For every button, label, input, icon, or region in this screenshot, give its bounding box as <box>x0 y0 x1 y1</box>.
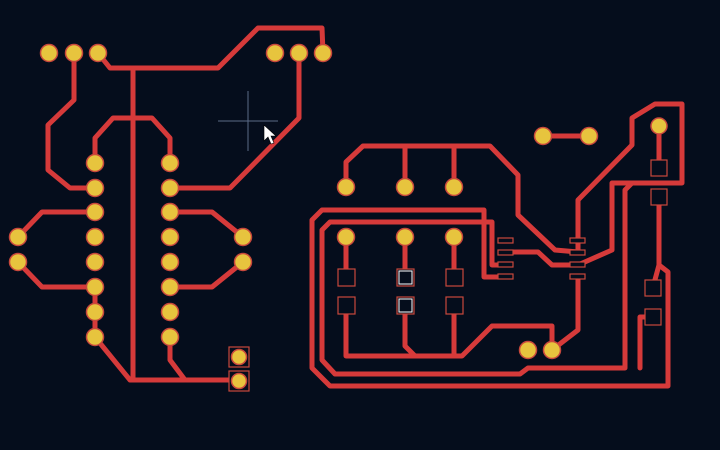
pad[interactable] <box>233 227 253 247</box>
pad[interactable] <box>336 177 356 197</box>
pad[interactable] <box>533 126 553 146</box>
pad[interactable] <box>313 43 333 63</box>
smd-pin[interactable] <box>497 237 514 244</box>
pad[interactable] <box>8 252 28 272</box>
pad[interactable] <box>39 43 59 63</box>
pad[interactable] <box>289 43 309 63</box>
smd-pad[interactable] <box>644 308 662 326</box>
smd-pad[interactable] <box>396 296 415 315</box>
smd-pad[interactable] <box>445 268 464 287</box>
connector-pads-bottom[interactable] <box>228 346 250 392</box>
pads-bottom-right[interactable] <box>518 340 562 360</box>
pad-top-far-right[interactable] <box>650 117 668 135</box>
smd-pads-row2[interactable] <box>337 296 464 315</box>
sot-footprint-right[interactable] <box>569 237 586 280</box>
sot-footprint-left[interactable] <box>497 237 514 280</box>
pad[interactable] <box>650 117 668 135</box>
pad[interactable] <box>85 277 105 297</box>
pads-row-mid-right[interactable] <box>336 227 464 247</box>
pad[interactable] <box>160 252 180 272</box>
ic-pads-left-column[interactable] <box>85 153 105 347</box>
pad[interactable] <box>160 327 180 347</box>
smd-pads-row1[interactable] <box>337 268 464 287</box>
pad[interactable] <box>160 227 180 247</box>
pointer-icon <box>263 124 277 145</box>
pad[interactable] <box>233 252 253 272</box>
smd-pin[interactable] <box>497 273 514 280</box>
ic-pads-right-column[interactable] <box>160 153 180 347</box>
pad[interactable] <box>85 327 105 347</box>
smd-pin[interactable] <box>569 273 586 280</box>
resistor-pads[interactable] <box>533 126 599 146</box>
smd-pad-highlight <box>398 270 413 285</box>
smd-pin[interactable] <box>569 249 586 256</box>
smd-pad[interactable] <box>337 268 356 287</box>
crosshair-icon <box>218 91 278 151</box>
side-pads-left[interactable] <box>8 227 28 272</box>
pad[interactable] <box>8 227 28 247</box>
pad[interactable] <box>230 348 248 366</box>
pad[interactable] <box>85 227 105 247</box>
pad[interactable] <box>64 43 84 63</box>
pad[interactable] <box>518 340 538 360</box>
pad[interactable] <box>88 43 108 63</box>
pad[interactable] <box>85 178 105 198</box>
smd-pin[interactable] <box>497 249 514 256</box>
pads-row-top-right[interactable] <box>336 177 464 197</box>
pad[interactable] <box>160 202 180 222</box>
header-pads-top-middle[interactable] <box>265 43 333 63</box>
pad[interactable] <box>160 277 180 297</box>
pad[interactable] <box>85 302 105 322</box>
smd-pad[interactable] <box>650 188 668 206</box>
pad[interactable] <box>336 227 356 247</box>
pad[interactable] <box>85 153 105 173</box>
pad[interactable] <box>579 126 599 146</box>
smd-pad[interactable] <box>337 296 356 315</box>
smd-pin[interactable] <box>569 237 586 244</box>
pad[interactable] <box>395 177 415 197</box>
pad[interactable] <box>160 153 180 173</box>
pad[interactable] <box>230 372 248 390</box>
smd-pad-highlight <box>398 298 413 313</box>
pad[interactable] <box>85 252 105 272</box>
pad[interactable] <box>542 340 562 360</box>
header-pads-top-left[interactable] <box>39 43 108 63</box>
pad[interactable] <box>444 227 464 247</box>
pad[interactable] <box>160 178 180 198</box>
smd-pad[interactable] <box>445 296 464 315</box>
pad[interactable] <box>265 43 285 63</box>
smd-pin[interactable] <box>497 261 514 268</box>
right-traces <box>309 101 685 389</box>
smd-pad[interactable] <box>644 279 662 297</box>
smd-pad[interactable] <box>650 159 668 177</box>
pad[interactable] <box>444 177 464 197</box>
smd-pin[interactable] <box>569 261 586 268</box>
smd-pad[interactable] <box>396 268 415 287</box>
pad[interactable] <box>395 227 415 247</box>
smd-pads-right-column[interactable] <box>644 159 668 326</box>
pad[interactable] <box>85 202 105 222</box>
side-pads-right[interactable] <box>233 227 253 272</box>
pad[interactable] <box>160 302 180 322</box>
